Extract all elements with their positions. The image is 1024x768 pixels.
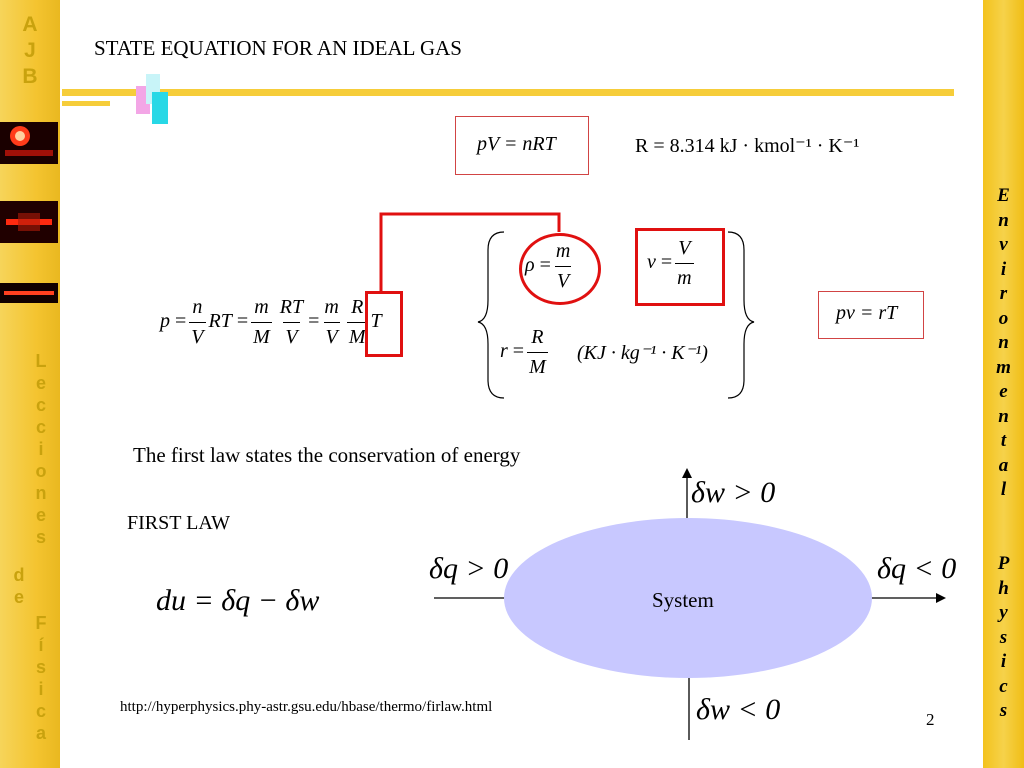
first-law-label: FIRST LAW [127,512,231,534]
heat-out-label: δq < 0 [877,552,957,585]
gas-constant-equation: R = 8.314 kJ · kmol⁻¹ · K⁻¹ [635,135,860,157]
source-url[interactable]: http://hyperphysics.phy-astr.gsu.edu/hba… [120,699,493,715]
decor-square-cyan [152,92,168,124]
work-in-label: δw < 0 [696,693,781,726]
specific-gas-constant-units: (KJ · kg⁻¹ · K⁻¹) [577,342,708,364]
title-underline-short [62,101,110,106]
system-ellipse [504,518,872,678]
first-law-equation: du = δq − δw [156,584,320,617]
work-out-label: δw > 0 [691,476,776,509]
ideal-gas-box [455,116,589,175]
thumbnail-image-2 [0,201,58,243]
density-circle [519,233,601,305]
system-label: System [652,588,714,612]
ideal-gas-equation: pV = nRT [477,133,556,155]
thumbnail-image-1 [0,122,58,164]
specific-form-equation: pv = rT [836,302,898,324]
first-law-sentence: The first law states the conservation of… [133,443,521,467]
slide-title: STATE EQUATION FOR AN IDEAL GAS [94,36,462,60]
thumbnail-image-3 [0,283,58,303]
ajb-logo: A J B [22,13,38,88]
page-number: 2 [926,710,935,729]
title-underline [62,89,954,96]
mass-over-volume-highlight [365,291,403,357]
heat-in-label: δq > 0 [429,552,509,585]
specific-volume-box [635,228,725,306]
specific-form-box [818,291,924,339]
